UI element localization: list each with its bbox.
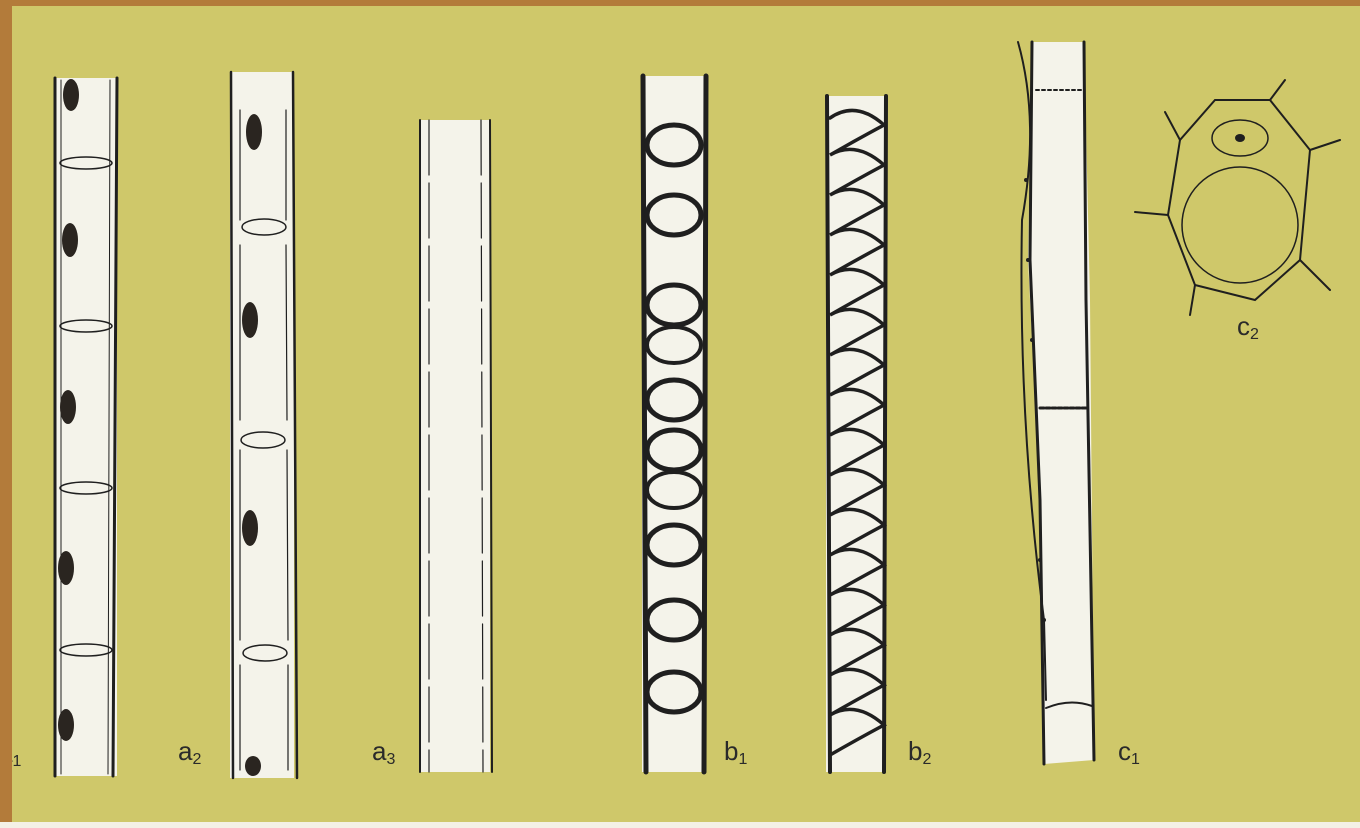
label-subscript: 2 <box>922 751 931 768</box>
sieve-tube-c1 <box>1018 42 1094 764</box>
label-letter: c <box>1118 736 1131 766</box>
label-b2: b2 <box>908 736 931 769</box>
label-subscript: 2 <box>192 751 201 768</box>
label-a2: a2 <box>178 736 201 769</box>
bottom-strip <box>0 822 1360 828</box>
label-b1: b1 <box>724 736 747 769</box>
tracheid-a1 <box>55 78 117 776</box>
label-letter: c <box>1237 311 1250 341</box>
label-letter: b <box>724 736 738 766</box>
vessel-b2 <box>826 96 886 772</box>
label-letter: b <box>908 736 922 766</box>
label-c2: c2 <box>1237 311 1259 344</box>
xylem-illustration: .ink { stroke: #1f1f1f; fill: none; stro… <box>12 6 1360 822</box>
vessel-b1 <box>642 76 706 772</box>
label-letter: a <box>372 736 386 766</box>
label-letter: a <box>178 736 192 766</box>
sieve-tube-cross-section-c2 <box>1135 80 1340 315</box>
vessel-a3 <box>420 120 492 772</box>
label-subscript: 1 <box>1131 751 1140 768</box>
label-a3: a3 <box>372 736 395 769</box>
label-c1: c1 <box>1118 736 1140 769</box>
label-subscript: 1 <box>12 753 21 770</box>
label-subscript: 2 <box>1250 326 1259 343</box>
label-a1: a1 <box>12 738 21 771</box>
illustration-plate: .ink { stroke: #1f1f1f; fill: none; stro… <box>12 6 1360 822</box>
label-subscript: 3 <box>386 751 395 768</box>
tracheid-a2 <box>230 72 297 778</box>
label-subscript: 1 <box>738 751 747 768</box>
